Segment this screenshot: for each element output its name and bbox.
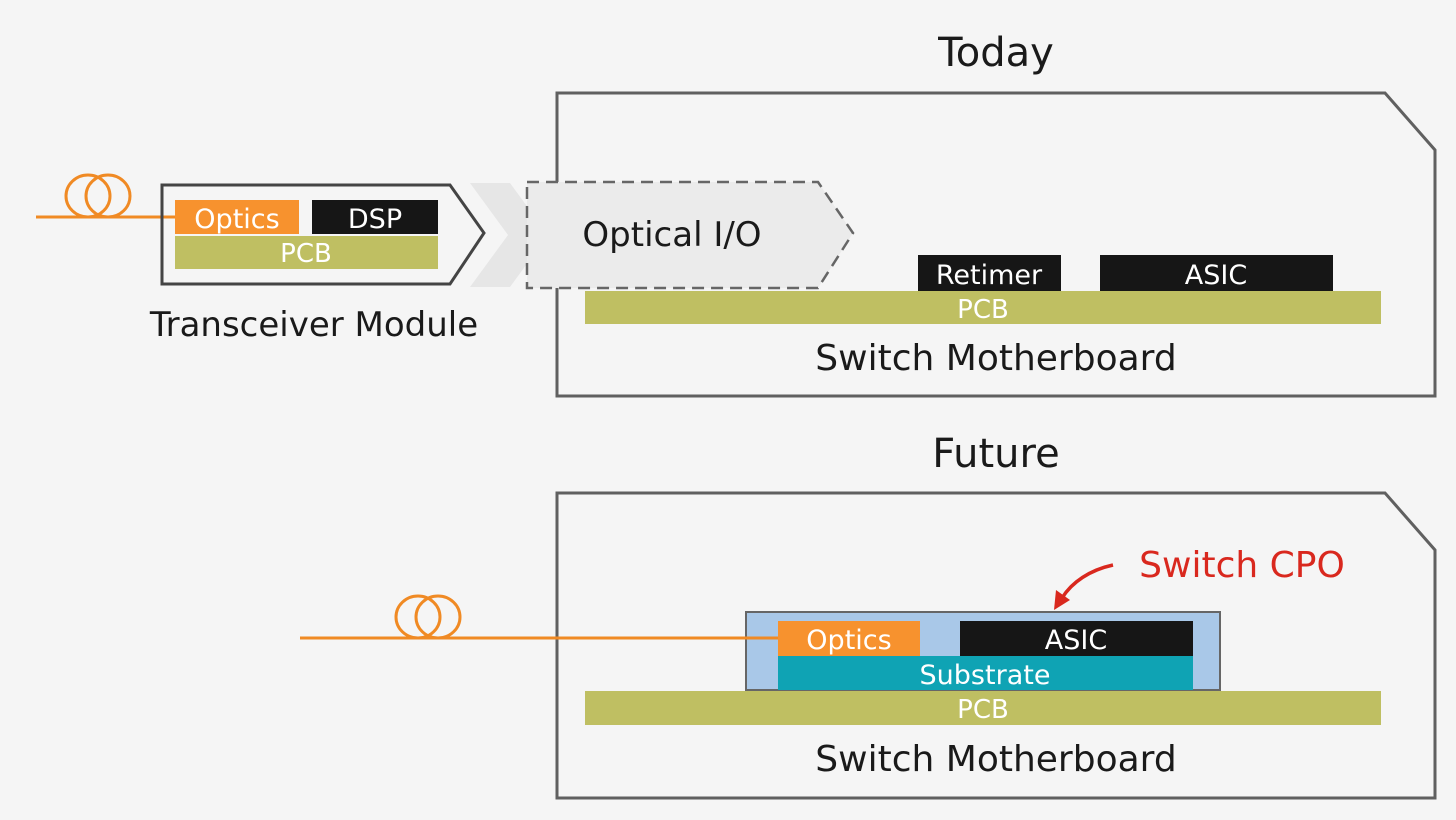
substrate-label: Substrate: [920, 660, 1051, 691]
optical-io-label: Optical I/O: [582, 215, 761, 255]
today-board-pcb-label: PCB: [957, 295, 1009, 325]
today-board-pcb: [585, 291, 1381, 324]
cpo-optics-label: Optics: [806, 625, 891, 656]
future-motherboard-outline: [555, 491, 1437, 800]
module-optics-block: [175, 200, 299, 234]
future-motherboard-label: Switch Motherboard: [815, 739, 1176, 780]
today-motherboard-label: Switch Motherboard: [815, 338, 1176, 379]
module-pcb-block: [175, 236, 438, 269]
module-dsp-block: [312, 200, 438, 234]
cpo-asic-chip: [960, 621, 1193, 656]
transceiver-module-label: Transceiver Module: [149, 305, 478, 345]
switch-cpo-callout: Switch CPO: [1139, 545, 1345, 586]
today-asic-label: ASIC: [1185, 260, 1247, 291]
fiber-coil-icon: [300, 594, 778, 640]
future-board-pcb-label: PCB: [957, 695, 1009, 725]
module-optics-label: Optics: [194, 204, 279, 235]
retimer-label: Retimer: [936, 260, 1043, 291]
retimer-chip: [918, 255, 1061, 291]
module-dsp-label: DSP: [348, 204, 402, 235]
today-asic-chip: [1100, 255, 1333, 291]
substrate-block: [778, 656, 1193, 690]
today-heading: Today: [937, 30, 1054, 76]
future-heading: Future: [932, 431, 1059, 477]
callout-arrowhead-icon: [1054, 590, 1070, 610]
today-motherboard-outline: [555, 91, 1437, 398]
module-pcb-label: PCB: [280, 239, 332, 269]
cpo-asic-label: ASIC: [1045, 625, 1107, 656]
cpo-optics-block: [778, 621, 920, 656]
optical-io-cage: [525, 180, 855, 290]
fiber-coil-icon: [36, 173, 176, 219]
future-board-pcb: [585, 691, 1381, 725]
transceiver-module-outline: [160, 183, 486, 286]
callout-arrow-icon: [1060, 563, 1114, 599]
